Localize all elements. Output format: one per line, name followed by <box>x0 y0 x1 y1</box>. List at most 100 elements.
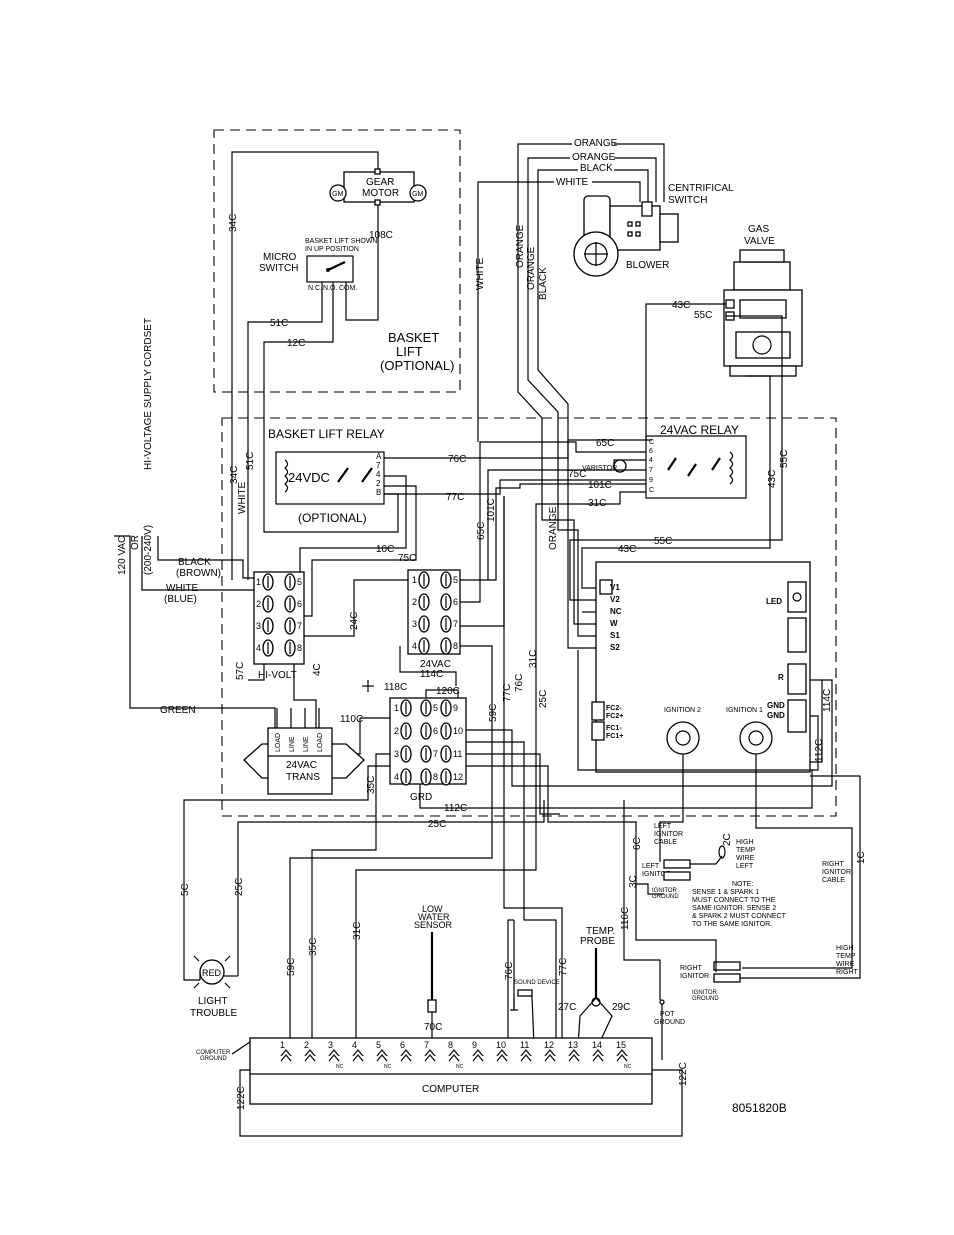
svg-text:LEFT: LEFT <box>642 863 660 870</box>
svg-text:TEMP.: TEMP. <box>586 926 615 937</box>
wire-2c: 2C <box>722 833 733 846</box>
basket-lift-enclosure <box>213 129 461 393</box>
svg-text:TRANS: TRANS <box>286 772 320 783</box>
svg-text:& SPARK 2 MUST CONNECT: & SPARK 2 MUST CONNECT <box>692 913 787 920</box>
control-box-enclosure <box>221 417 837 817</box>
wire-43c-top: 43C <box>672 300 690 311</box>
grd-pin-num: 5 <box>433 703 438 713</box>
wire-76c: 76C <box>448 454 466 465</box>
hivolt-pin-num: 5 <box>297 577 302 587</box>
hivolt-pin-num: 2 <box>256 599 261 609</box>
centrifical-1: CENTRIFICAL <box>668 183 734 194</box>
svg-text:HIGH: HIGH <box>836 945 854 952</box>
grd-cell: 2 <box>394 722 412 740</box>
svg-text:FC2-: FC2- <box>606 705 622 712</box>
svg-text:IGNITOR: IGNITOR <box>692 990 718 996</box>
terminal-24vac: 24VAC 65C 101C 114C 59C <box>399 462 505 800</box>
ac24-pin-num: 1 <box>412 575 417 585</box>
wire-65c-v: 65C <box>476 522 487 540</box>
svg-text:S2: S2 <box>610 643 620 652</box>
svg-text:V1: V1 <box>610 583 620 592</box>
svg-text:TROUBLE: TROUBLE <box>190 1008 238 1019</box>
svg-text:CABLE: CABLE <box>822 877 845 884</box>
black-top: BLACK <box>580 163 613 174</box>
hivolt-pin-num: 6 <box>297 599 302 609</box>
svg-text:FC2+: FC2+ <box>606 713 623 720</box>
wire-114c: 114C <box>420 669 443 680</box>
ac24-pin-num: 7 <box>453 619 458 629</box>
wire-5c: 5C <box>180 883 191 896</box>
svg-text:7: 7 <box>649 467 653 474</box>
white-top: WHITE <box>556 177 589 188</box>
wire-75c-h: 75C <box>568 469 586 480</box>
wire-24c: 24C <box>349 612 360 630</box>
wire-3c: 3C <box>628 875 639 888</box>
wire-35c-l: 35C <box>308 938 319 956</box>
wire-65c: 65C <box>596 438 614 449</box>
computer-pin: 3NC <box>328 1040 344 1070</box>
svg-text:GROUND: GROUND <box>200 1056 227 1062</box>
basket-lift-title-1: BASKET <box>388 330 439 345</box>
wire-59c-l: 59C <box>286 958 297 976</box>
svg-text:WIRE: WIRE <box>736 855 755 862</box>
svg-text:LEFT: LEFT <box>654 823 672 830</box>
wire-25c-v: 25C <box>538 690 549 708</box>
supply-black-label: BLACK <box>178 557 211 568</box>
ac24-pin-num: 5 <box>453 575 458 585</box>
wire-110c: 110C <box>340 714 363 725</box>
svg-text:LOW: LOW <box>422 904 443 914</box>
grd-pin-num: 9 <box>453 703 458 713</box>
svg-text:SENSE 1 & SPARK 1: SENSE 1 & SPARK 1 <box>692 889 759 896</box>
wire-77c-l: 77C <box>558 958 569 976</box>
computer-pin: 5NC <box>376 1040 392 1070</box>
hivolt-cell: 4 <box>256 639 274 657</box>
computer-pin: 14 <box>592 1040 604 1062</box>
relay-24vac: 24VAC RELAY C 6 4 7 9 C VARISTOR 65C 101… <box>456 423 747 800</box>
ac24-cell: 1 <box>412 571 430 589</box>
gear-motor-right <box>409 184 427 202</box>
svg-text:IGNITOR: IGNITOR <box>642 871 671 878</box>
grd-cell: 11 <box>440 745 462 763</box>
ac24-label: 24VAC <box>420 659 451 670</box>
grd-pin-num: 11 <box>453 749 462 759</box>
basket-lift-note-1: BASKET LIFT SHOWN <box>305 238 377 245</box>
svg-text:GND: GND <box>767 701 785 710</box>
wire-55c-top: 55C <box>694 310 712 321</box>
ac24-pin-num: 6 <box>453 597 458 607</box>
grd-cell: 3 <box>394 745 412 763</box>
basket-lift: 34C GEAR MOTOR GM GM 108C BASKET LIFT SH… <box>228 151 454 398</box>
svg-text:MOTOR: MOTOR <box>362 188 399 199</box>
computer-pin-num: 3 <box>328 1040 333 1050</box>
svg-text:7: 7 <box>376 461 381 470</box>
computer-pin: 1 <box>280 1040 292 1062</box>
grd-cell: 5 <box>420 699 438 717</box>
ignitors: LEFT IGNITOR CABLE HIGH TEMP WIRE LEFT 2… <box>620 754 867 1002</box>
computer-pin: 6 <box>400 1040 412 1062</box>
svg-text:IGNITOR: IGNITOR <box>652 888 678 894</box>
micro-switch <box>306 255 354 283</box>
basket-lift-title-2: LIFT <box>396 344 423 359</box>
computer-pin: 11 <box>520 1040 532 1062</box>
wire-51c-v: 51C <box>245 452 256 470</box>
relay-coil-label: 24VDC <box>288 470 330 485</box>
ac24-cell: 6 <box>440 593 458 611</box>
computer-pin-nc: NC <box>624 1064 632 1070</box>
svg-text:GM: GM <box>412 191 423 198</box>
wire-12c: 12C <box>287 338 305 349</box>
svg-text:C: C <box>649 487 654 494</box>
wire-120c: 120C <box>436 686 460 697</box>
ac24-cell: 5 <box>440 571 458 589</box>
grd-cell: 4 <box>394 768 412 786</box>
hivolt-pin-num: 4 <box>256 643 261 653</box>
svg-text:SAME IGNITOR. SENSE 2: SAME IGNITOR. SENSE 2 <box>692 905 776 912</box>
hivolt-cell: 1 <box>256 573 274 591</box>
varistor-label: VARISTOR <box>582 465 617 472</box>
svg-text:N.C.: N.C. <box>308 285 322 292</box>
hivolt-cell: 7 <box>284 617 302 635</box>
hivolt-pin-num: 3 <box>256 621 261 631</box>
computer-pin: 9 <box>472 1040 484 1062</box>
wire-31c-l: 31C <box>352 922 363 940</box>
trans-pin-label: LINE <box>289 736 296 752</box>
ac24-cell: 4 <box>412 637 430 655</box>
